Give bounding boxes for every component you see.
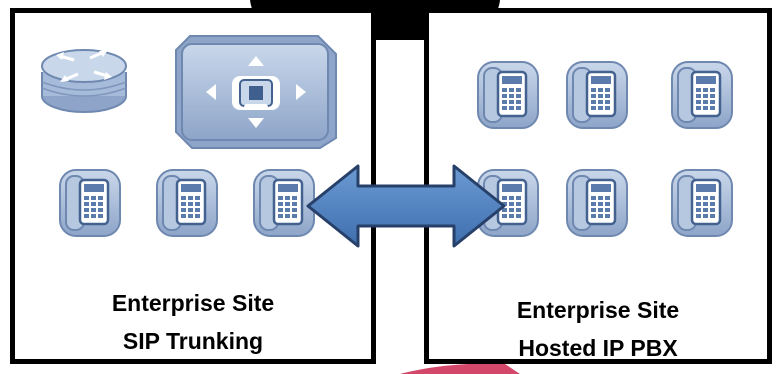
- ip-phone-icon: [476, 60, 540, 130]
- ip-phone-icon: [155, 168, 219, 238]
- bidirectional-arrow: [306, 164, 506, 248]
- site-label-line1: Enterprise Site: [111, 290, 275, 316]
- ip-phone-icon: [670, 168, 734, 238]
- ip-phone-icon: [670, 60, 734, 130]
- call-manager-icon: [175, 35, 337, 149]
- site-label-line1: Enterprise Site: [516, 297, 680, 323]
- site-label-line2: SIP Trunking: [122, 328, 264, 354]
- ip-phone-icon: [58, 168, 122, 238]
- router-icon: [41, 49, 127, 113]
- ip-phone-icon: [252, 168, 316, 238]
- ip-phone-icon: [565, 168, 629, 238]
- ip-phone-icon: [565, 60, 629, 130]
- site-label-line2: Hosted IP PBX: [518, 335, 678, 361]
- pink-accent: [400, 363, 520, 374]
